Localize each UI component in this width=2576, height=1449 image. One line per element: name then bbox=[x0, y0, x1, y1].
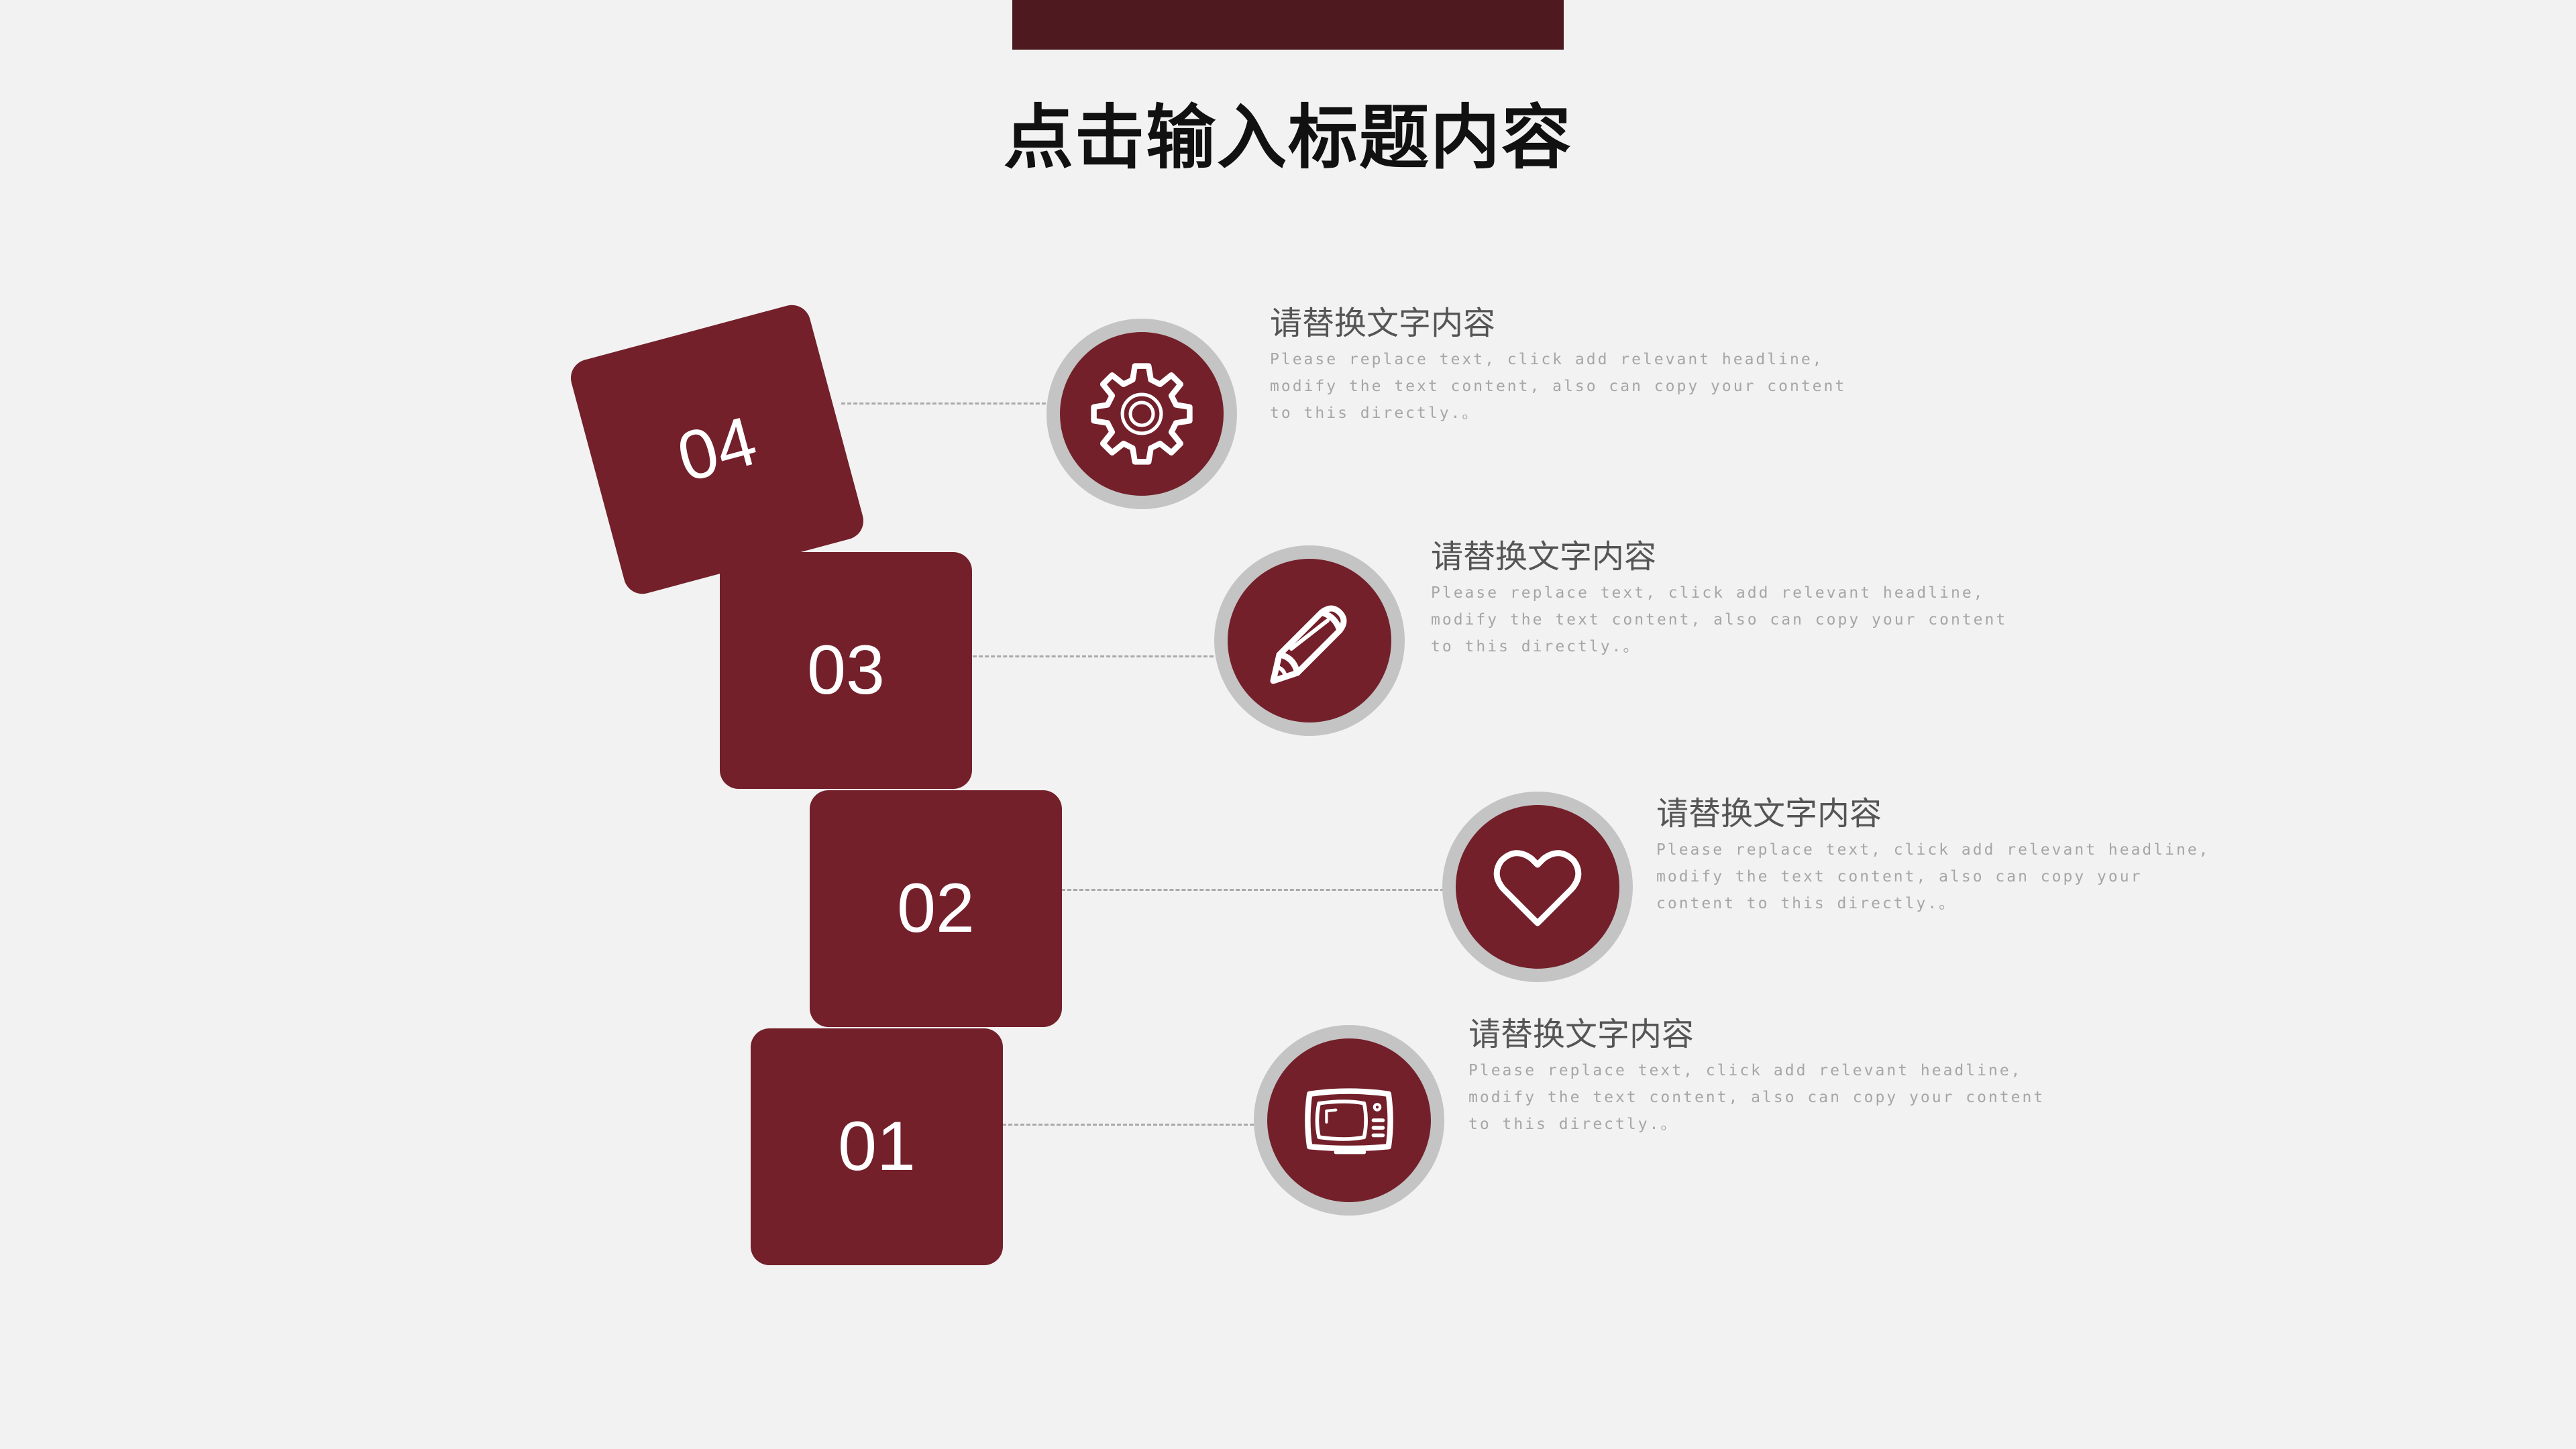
step-heading[interactable]: 请替换文字内容 bbox=[1270, 305, 1496, 342]
step-box-03[interactable]: 03 bbox=[720, 552, 972, 789]
step-box-02[interactable]: 02 bbox=[810, 790, 1062, 1027]
step-text-01: 请替换文字内容 Please replace text, click add r… bbox=[1468, 1014, 2059, 1138]
step-body[interactable]: Please replace text, click add relevant … bbox=[1656, 841, 2210, 912]
connector-03 bbox=[973, 655, 1220, 657]
icon-circle-02 bbox=[1442, 792, 1633, 982]
connector-02 bbox=[1061, 889, 1450, 891]
slide-title[interactable]: 点击输入标题内容 bbox=[1003, 97, 1572, 178]
step-heading[interactable]: 请替换文字内容 bbox=[1431, 538, 1657, 576]
step-body[interactable]: Please replace text, click add relevant … bbox=[1468, 1062, 2045, 1133]
step-number: 03 bbox=[807, 631, 885, 709]
icon-circle-03 bbox=[1214, 545, 1405, 736]
step-body[interactable]: Please replace text, click add relevant … bbox=[1270, 351, 1847, 422]
gear-icon bbox=[1091, 363, 1193, 465]
step-heading[interactable]: 请替换文字内容 bbox=[1656, 795, 1882, 833]
step-text-02: 请替换文字内容 Please replace text, click add r… bbox=[1656, 794, 2228, 917]
step-heading[interactable]: 请替换文字内容 bbox=[1468, 1016, 1695, 1053]
step-number: 01 bbox=[838, 1108, 916, 1185]
connector-01 bbox=[1002, 1124, 1260, 1126]
step-box-01[interactable]: 01 bbox=[751, 1028, 1003, 1265]
tv-icon bbox=[1305, 1088, 1393, 1155]
pencil-icon bbox=[1270, 605, 1347, 684]
step-number: 04 bbox=[669, 401, 765, 497]
step-text-03: 请替换文字内容 Please replace text, click add r… bbox=[1431, 537, 2021, 660]
step-number: 02 bbox=[897, 869, 975, 947]
connector-04 bbox=[841, 402, 1052, 405]
icon-circle-04 bbox=[1046, 319, 1237, 509]
step-body[interactable]: Please replace text, click add relevant … bbox=[1431, 584, 2008, 655]
title-accent-bar bbox=[1012, 0, 1564, 50]
icon-circle-01 bbox=[1254, 1025, 1444, 1216]
step-text-04: 请替换文字内容 Please replace text, click add r… bbox=[1270, 303, 1860, 427]
heart-icon bbox=[1493, 850, 1582, 926]
